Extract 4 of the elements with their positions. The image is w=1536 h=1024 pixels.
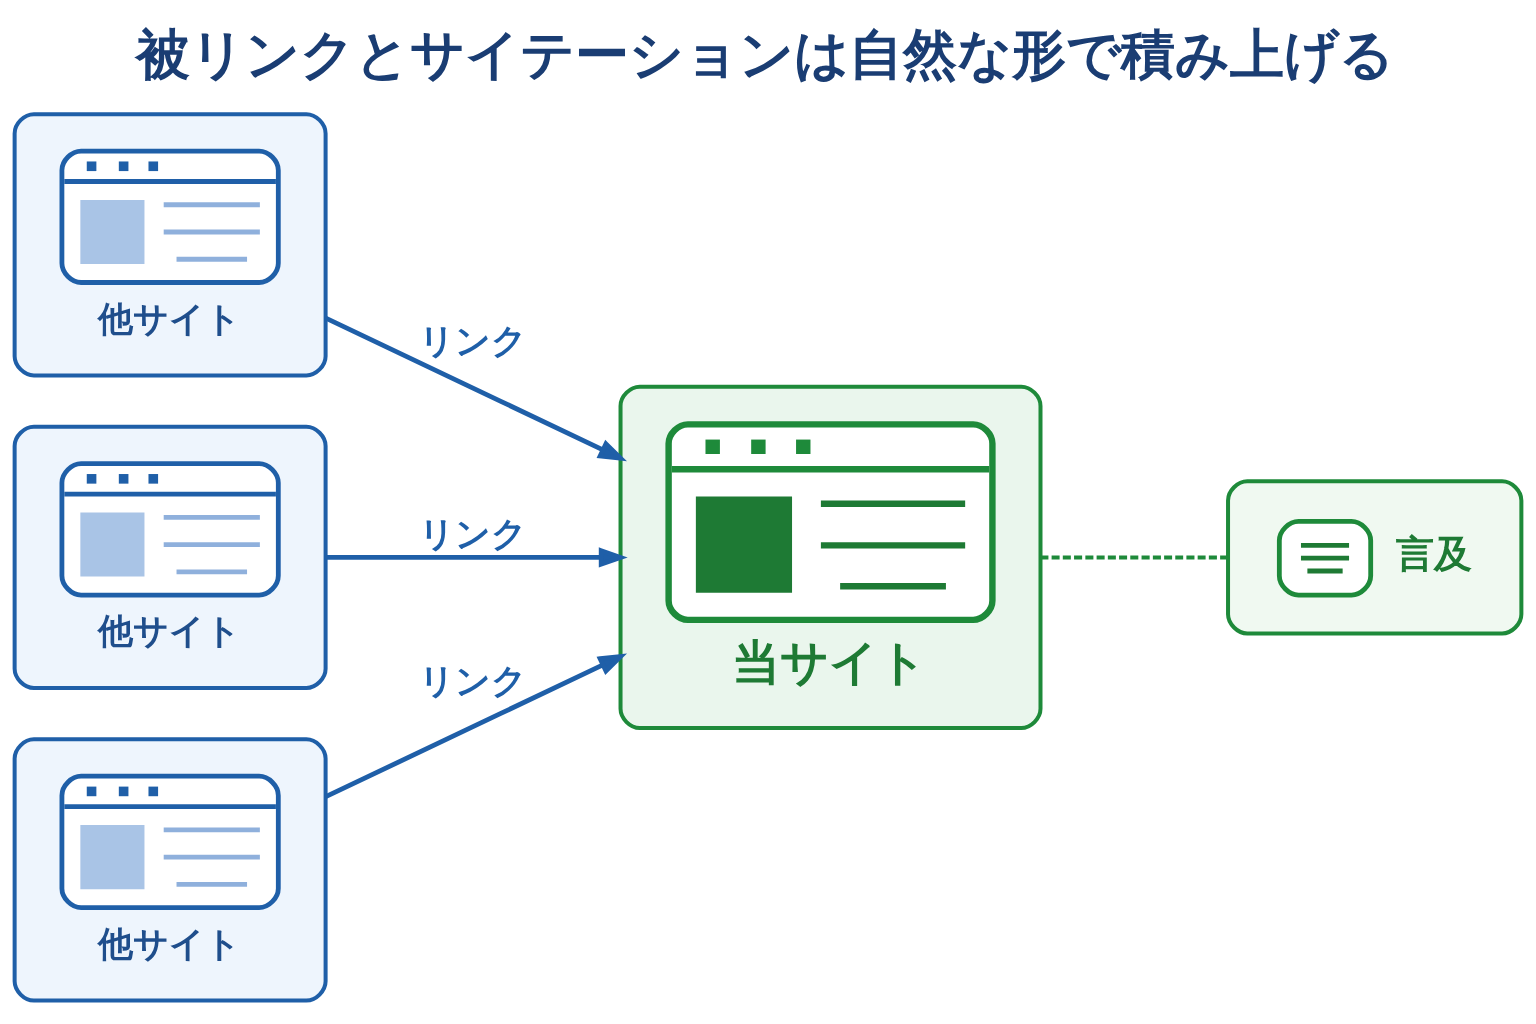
edge-label: リンク — [418, 659, 527, 701]
diagram-title: 被リンクとサイテーションは自然な形で積み上げる — [135, 21, 1394, 86]
edge-label: リンク — [418, 319, 527, 361]
edge-label: リンク — [418, 512, 527, 554]
